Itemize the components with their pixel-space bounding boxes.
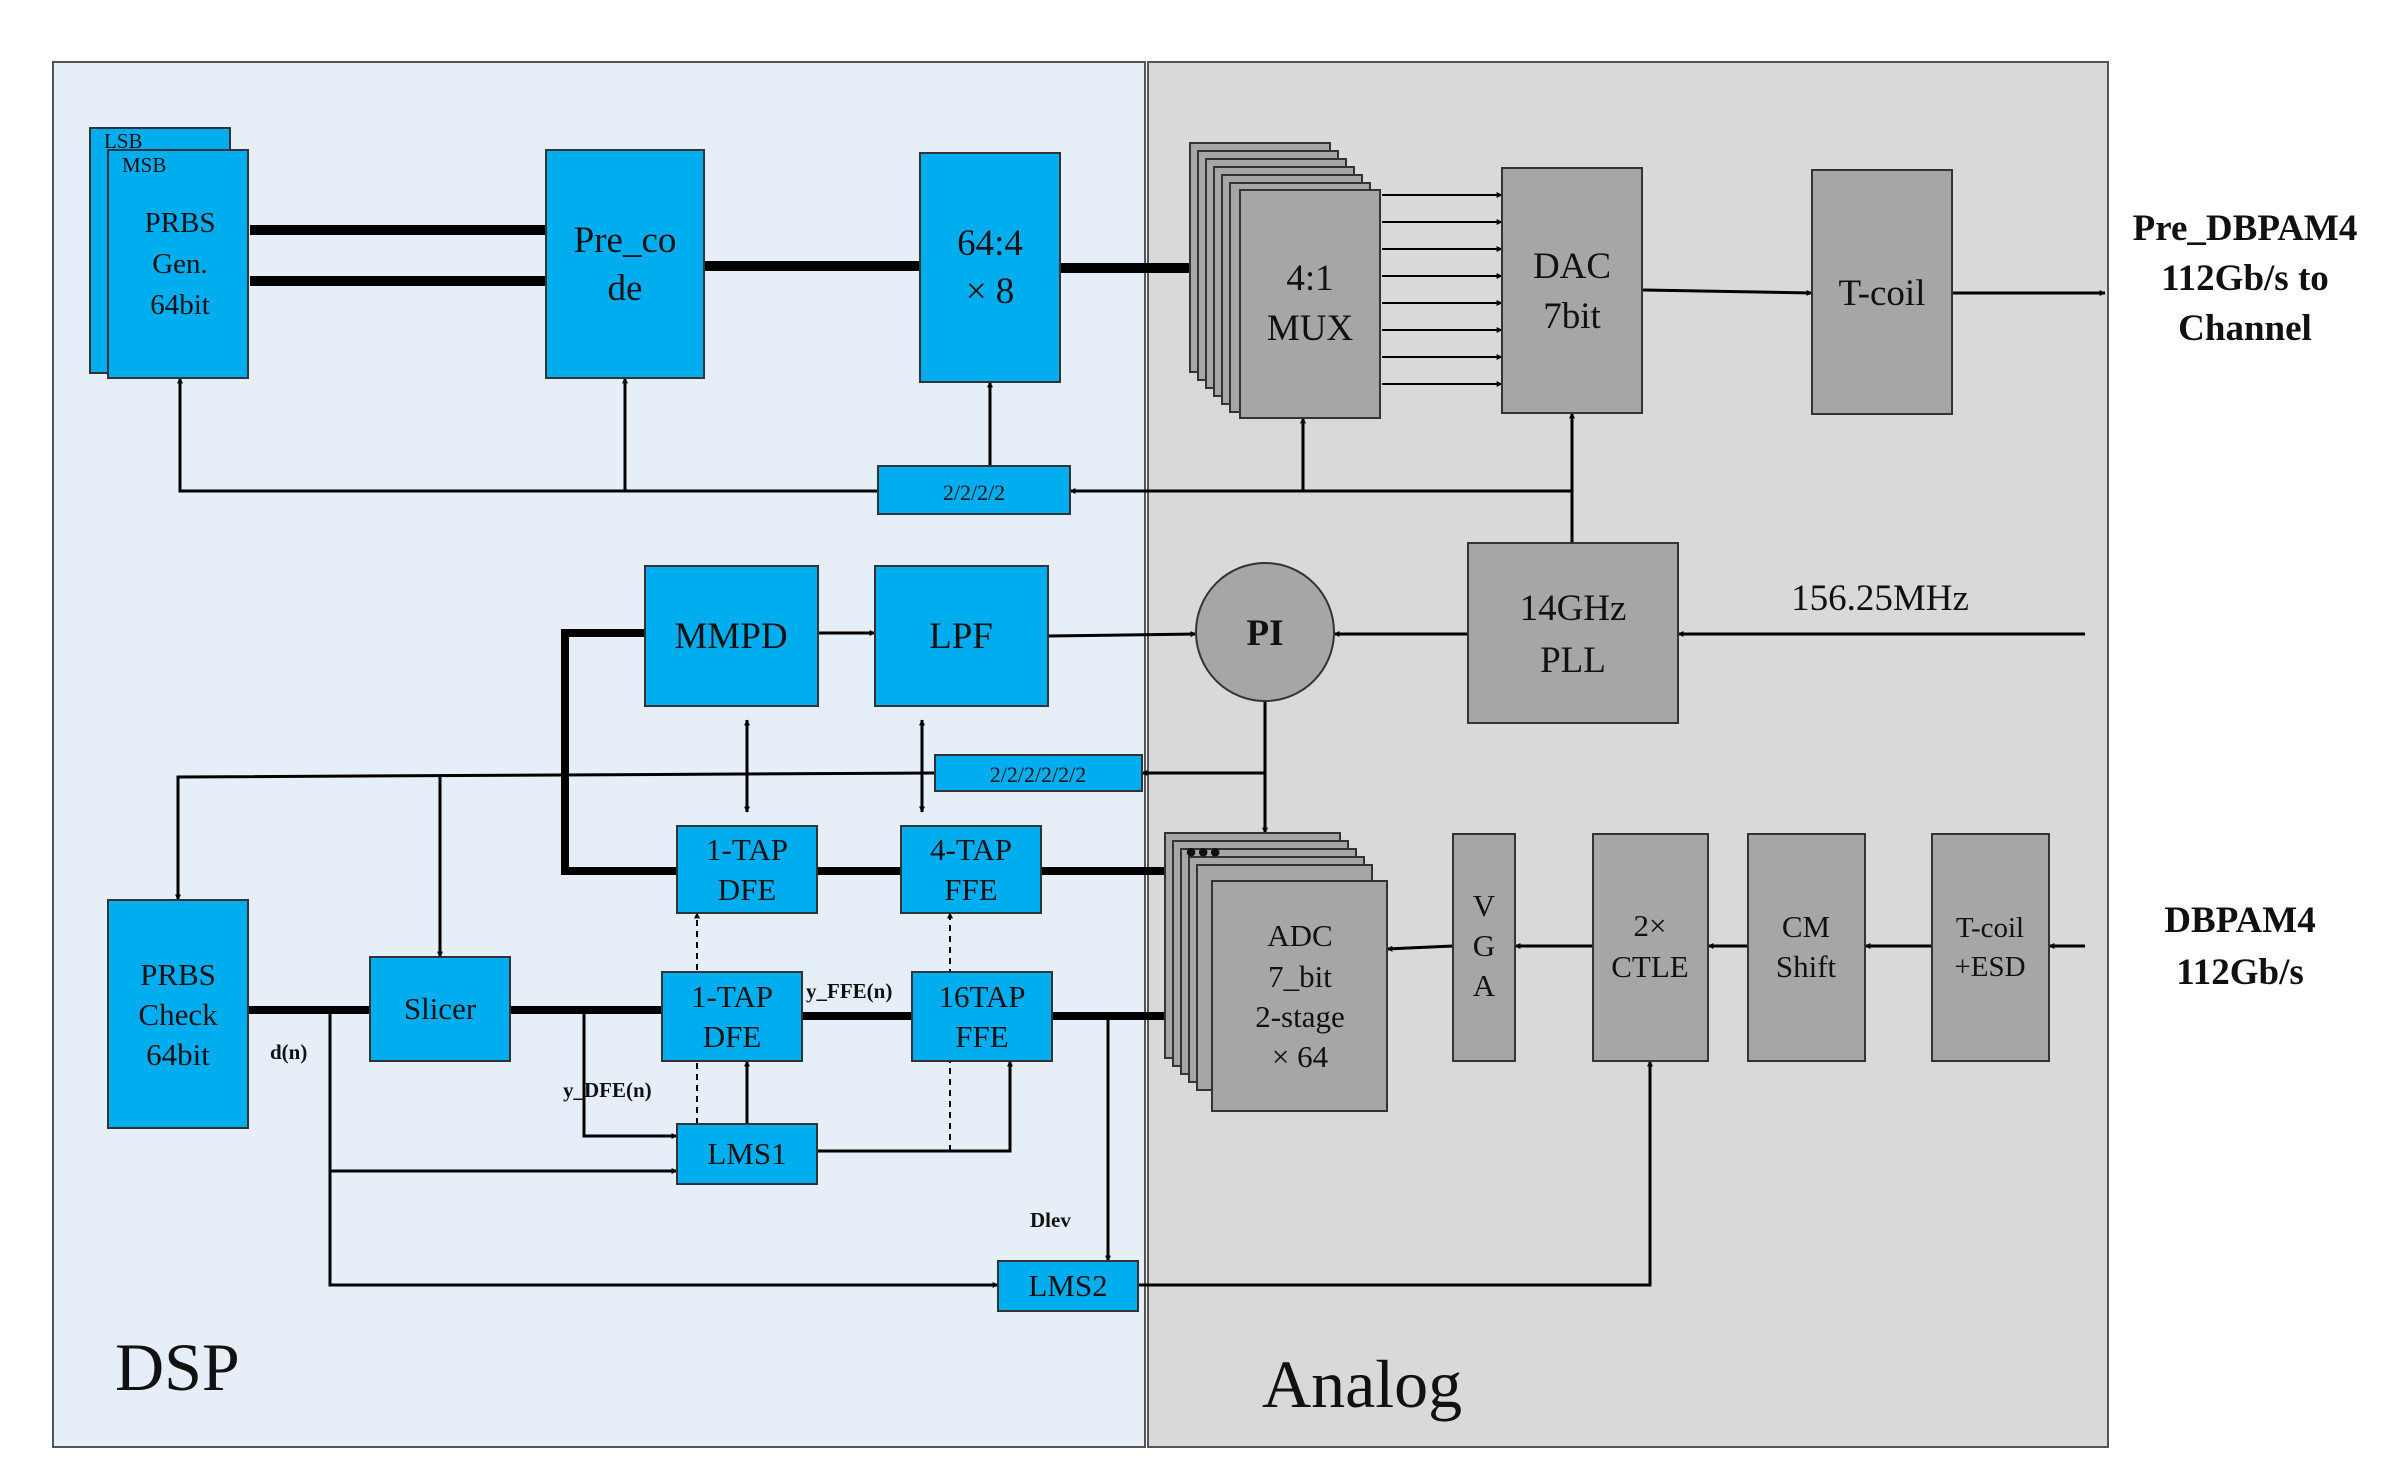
mmpd-block: MMPD bbox=[644, 565, 819, 707]
d-n-label: d(n) bbox=[270, 1040, 307, 1064]
wire-ydfe-to-lms1 bbox=[582, 1010, 678, 1139]
ffe-16tap-block: 16TAP FFE bbox=[911, 971, 1053, 1062]
pi-label: PI bbox=[1247, 613, 1284, 654]
vga-line-3: A bbox=[1473, 968, 1496, 1003]
ffe-16tap-line-2: FFE bbox=[955, 1019, 1008, 1054]
lpf-label: LPF bbox=[929, 616, 993, 657]
precode-line-1: Pre_co bbox=[574, 220, 677, 261]
mux-line-2: MUX bbox=[1267, 308, 1354, 349]
serializer-line-2: × 8 bbox=[966, 271, 1015, 312]
dfe-1tap-bottom-line-1: 1-TAP bbox=[691, 979, 773, 1014]
tcoil-esd-line-2: +ESD bbox=[1954, 951, 2025, 983]
cm-shift-line-2: Shift bbox=[1776, 949, 1837, 984]
dac-line-2: 7bit bbox=[1543, 296, 1601, 337]
vga-line-2: G bbox=[1473, 928, 1495, 963]
divider-top-label: 2/2/2/2 bbox=[943, 480, 1005, 505]
prbs-gen-lsb-label: LSB bbox=[104, 129, 143, 153]
dfe-1tap-top-line-2: DFE bbox=[718, 872, 777, 907]
wire-lms2-to-ctle bbox=[1138, 1060, 1653, 1287]
wire-vga-to-adc bbox=[1386, 944, 1454, 952]
mux-line-1: 4:1 bbox=[1286, 258, 1333, 299]
analog-region-label: Analog bbox=[1262, 1346, 1462, 1422]
lpf-block: LPF bbox=[874, 565, 1049, 707]
signal-connections bbox=[175, 192, 2106, 1288]
divider-top-block: 2/2/2/2 bbox=[877, 465, 1071, 515]
adc-line-2: 7_bit bbox=[1268, 959, 1332, 994]
adc-block: ●●● ADC 7_bit 2-stage × 64 bbox=[1164, 832, 1388, 1112]
dlev-label: Dlev bbox=[1030, 1208, 1071, 1232]
tcoil-tx-block: T-coil bbox=[1811, 169, 1953, 415]
rx-input-line-1: DBPAM4 bbox=[2164, 900, 2315, 941]
cm-shift-line-1: CM bbox=[1782, 909, 1830, 944]
wire-divider-to-prbs-check bbox=[175, 771, 936, 901]
wire-dn-to-lms2 bbox=[328, 1171, 999, 1288]
ref-clock-label: 156.25MHz bbox=[1791, 578, 1969, 619]
tx-output-line-2: 112Gb/s to bbox=[2161, 258, 2329, 299]
lms1-label: LMS1 bbox=[707, 1136, 786, 1171]
divider-mid-label: 2/2/2/2/2/2 bbox=[990, 762, 1087, 787]
slicer-block: Slicer bbox=[369, 956, 511, 1062]
dac-line-1: DAC bbox=[1533, 246, 1611, 287]
prbs-gen-line-2: Gen. bbox=[152, 248, 208, 280]
wire-dac-to-tcoil bbox=[1641, 288, 1813, 296]
ctle-line-2: CTLE bbox=[1611, 949, 1689, 984]
dsp-region-label: DSP bbox=[115, 1329, 240, 1405]
prbs-check-line-1: PRBS bbox=[140, 957, 216, 992]
dfe-1tap-bottom-block: 1-TAP DFE bbox=[661, 971, 803, 1062]
pll-line-1: 14GHz bbox=[1520, 588, 1627, 629]
lms2-block: LMS2 bbox=[997, 1260, 1139, 1312]
precode-line-2: de bbox=[608, 268, 643, 309]
pll-line-2: PLL bbox=[1540, 640, 1606, 681]
lms1-block: LMS1 bbox=[676, 1123, 818, 1185]
ffe-4tap-line-1: 4-TAP bbox=[930, 832, 1012, 867]
dfe-1tap-bottom-line-2: DFE bbox=[703, 1019, 762, 1054]
ffe-4tap-block: 4-TAP FFE bbox=[900, 825, 1042, 914]
wire-divider-loop bbox=[177, 377, 878, 493]
tx-output-line-3: Channel bbox=[2178, 308, 2312, 349]
vga-block: V G A bbox=[1452, 833, 1516, 1062]
pll-block: 14GHz PLL bbox=[1467, 542, 1679, 724]
tcoil-esd-line-1: T-coil bbox=[1956, 912, 2024, 944]
prbs-check-line-3: 64bit bbox=[146, 1037, 210, 1072]
wire-lms1-to-ffe16 bbox=[817, 1060, 1013, 1153]
ffe-4tap-line-2: FFE bbox=[944, 872, 997, 907]
serializer-64-4-block: 64:4 × 8 bbox=[919, 152, 1061, 383]
prbs-gen-line-1: PRBS bbox=[145, 207, 216, 239]
prbs-gen-line-3: 64bit bbox=[150, 289, 210, 321]
tcoil-esd-block: T-coil +ESD bbox=[1931, 833, 2050, 1062]
cm-shift-block: CM Shift bbox=[1747, 833, 1866, 1062]
prbs-check-block: PRBS Check 64bit bbox=[107, 899, 249, 1129]
adc-line-4: × 64 bbox=[1272, 1039, 1329, 1074]
ctle-block: 2× CTLE bbox=[1592, 833, 1709, 1062]
y-dfe-label: y_DFE(n) bbox=[563, 1078, 652, 1102]
slicer-label: Slicer bbox=[404, 991, 477, 1026]
ctle-line-1: 2× bbox=[1634, 908, 1667, 943]
pi-block: PI bbox=[1195, 562, 1335, 702]
wire-dfe-to-mmpd-loop bbox=[561, 629, 677, 875]
wire-lpf-to-pi bbox=[1047, 631, 1197, 638]
divider-mid-block: 2/2/2/2/2/2 bbox=[934, 754, 1143, 792]
adc-line-3: 2-stage bbox=[1255, 999, 1345, 1034]
adc-line-1: ADC bbox=[1267, 918, 1332, 953]
prbs-gen-msb-label: MSB bbox=[122, 153, 166, 177]
lms2-label: LMS2 bbox=[1028, 1268, 1107, 1303]
tx-output-line-1: Pre_DBPAM4 bbox=[2133, 208, 2358, 249]
dfe-1tap-top-line-1: 1-TAP bbox=[706, 832, 788, 867]
vga-line-1: V bbox=[1473, 888, 1496, 923]
serializer-line-1: 64:4 bbox=[957, 223, 1023, 264]
prbs-check-line-2: Check bbox=[138, 997, 218, 1032]
mux-block: 4:1 MUX bbox=[1189, 142, 1381, 419]
dac-block: DAC 7bit bbox=[1501, 167, 1643, 414]
prbs-generator-block: LSB MSB PRBS Gen. 64bit bbox=[89, 127, 249, 379]
ffe-16tap-line-1: 16TAP bbox=[938, 979, 1025, 1014]
y-ffe-label: y_FFE(n) bbox=[806, 979, 892, 1003]
tcoil-tx-label: T-coil bbox=[1838, 273, 1925, 314]
mmpd-label: MMPD bbox=[674, 616, 787, 657]
rx-input-line-2: 112Gb/s bbox=[2176, 952, 2304, 993]
adc-dots: ●●● bbox=[1185, 841, 1221, 863]
precode-block: Pre_co de bbox=[545, 149, 705, 379]
dfe-1tap-top-block: 1-TAP DFE bbox=[676, 825, 818, 914]
